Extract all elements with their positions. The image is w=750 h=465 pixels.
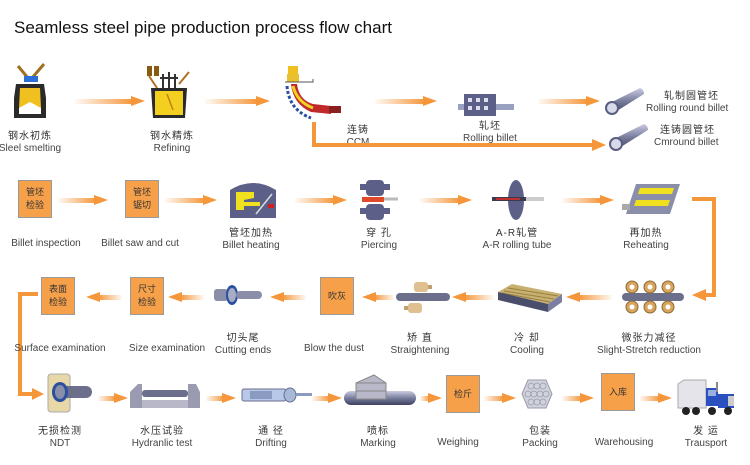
flow-arrow <box>295 195 347 205</box>
step-label-cmround-billet: 连铸圆管坯 Cmround billet <box>654 125 719 148</box>
step-label-reheating: 再加热 Reheating <box>623 228 669 251</box>
rolling-mill-icon <box>458 94 514 116</box>
flow-connector <box>312 122 316 146</box>
step-label-hydraulic-test: 水压试验 Hydranlic test <box>131 426 193 449</box>
flow-arrow <box>270 292 306 302</box>
step-label-steel-smelting: 钢水初炼 Sleel smelting <box>0 131 62 154</box>
flow-arrow <box>566 292 612 302</box>
step-label-cutting-ends: 切头尾 Cutting ends <box>214 333 272 356</box>
ladle-furnace-icon <box>147 66 190 118</box>
flow-connector <box>704 293 716 297</box>
step-label-slight-stretch-reduction: 微张力减径 Slight-Stretch reduction <box>597 333 701 356</box>
flow-arrow <box>420 195 472 205</box>
round-billet-icon <box>609 124 649 151</box>
flow-arrow <box>206 393 236 403</box>
flow-arrow <box>362 292 394 302</box>
flow-arrow <box>562 195 614 205</box>
rotary-furnace-icon <box>230 183 276 218</box>
step-label-weighing: Weighing <box>437 437 479 448</box>
flow-connector <box>18 292 22 396</box>
marking-machine-icon <box>344 374 416 405</box>
continuous-caster-icon <box>285 66 341 120</box>
step-label-drifting: 通 径 Drifting <box>255 426 287 449</box>
step-label-packing: 包装 Packing <box>522 426 558 449</box>
cooling-bed-icon <box>498 284 562 312</box>
flow-arrow <box>375 96 437 106</box>
step-label-transport: 发 运 Trausport <box>684 426 728 449</box>
flow-connector <box>18 292 38 296</box>
flow-arrow <box>165 195 217 205</box>
step-label-blow-dust: Blow the dust <box>303 343 365 354</box>
flow-arrow <box>538 96 600 106</box>
flow-arrow <box>640 393 672 403</box>
step-label-straightening: 矫 直 Straightening <box>390 333 450 356</box>
flow-connector <box>312 143 594 147</box>
flow-arrow <box>692 289 706 301</box>
flow-connector <box>712 197 716 297</box>
step-label-marking: 喷标 Marking <box>360 426 396 449</box>
flow-arrow <box>452 292 494 302</box>
hydro-tester-icon <box>130 384 200 408</box>
round-billet-icon <box>605 88 645 115</box>
flow-arrow <box>592 139 606 151</box>
flow-arrow <box>205 96 270 106</box>
flow-connector <box>692 197 716 201</box>
flow-arrow <box>168 292 204 302</box>
flow-connector <box>18 392 36 396</box>
flow-arrow <box>75 96 145 106</box>
straightener-icon <box>396 282 450 313</box>
step-label-ccm: 连铸 CCM <box>347 125 370 148</box>
process-box-warehousing: 入库 <box>601 373 635 411</box>
step-label-refining: 钢水精炼 Refining <box>150 131 194 154</box>
process-box-blow-dust: 吹灰 <box>320 277 354 315</box>
process-box-billet-inspection: 管坯检验 <box>18 180 52 218</box>
ndt-tester-icon <box>47 373 92 413</box>
reheating-furnace-icon <box>622 184 680 214</box>
stretch-reducer-icon <box>622 280 684 314</box>
flow-arrow <box>86 292 122 302</box>
step-label-piercing: 穿 孔 Piercing <box>360 228 398 251</box>
step-label-billet-heating: 管坯加热 Billet heating <box>222 228 280 251</box>
process-box-weighing: 检斤 <box>446 375 480 413</box>
tube-rolling-mill-icon <box>492 180 544 220</box>
truck-icon <box>677 379 734 415</box>
step-label-cooling: 冷 却 Cooling <box>510 333 544 356</box>
flow-arrow <box>98 393 128 403</box>
step-label-size-examination: Size examination <box>128 343 206 354</box>
process-box-surface-examination: 表面检验 <box>41 277 75 315</box>
pipe-cutter-icon <box>214 285 262 305</box>
piercing-mill-icon <box>360 180 398 220</box>
step-label-surface-examination: Surface examination <box>14 343 106 354</box>
step-label-billet-inspection: Billet inspection <box>11 238 81 249</box>
step-label-rolling-round-billet: 轧制圆管坯 Rolling round billet <box>646 91 729 114</box>
process-box-size-examination: 尺寸检验 <box>130 277 164 315</box>
flow-arrow <box>58 195 108 205</box>
converter-icon <box>14 63 46 118</box>
step-label-warehousing: Warehousing <box>594 437 654 448</box>
step-label-ndt: 无损检测 NDT <box>38 426 82 449</box>
flow-arrow <box>32 388 44 400</box>
flow-arrow <box>420 393 442 403</box>
step-label-rolling-billet: 轧坯 Rolling billet <box>463 121 517 144</box>
step-label-billet-saw-cut: Billet saw and cut <box>101 238 179 249</box>
step-label-ar-rolling-tube: A-R轧管 A-R rolling tube <box>482 228 552 251</box>
chart-title: Seamless steel pipe production process f… <box>14 18 392 37</box>
process-box-billet-saw-cut: 管坯锯切 <box>125 180 159 218</box>
pipe-bundle-icon <box>521 379 553 409</box>
drift-gauge-icon <box>241 387 312 403</box>
flow-arrow <box>312 393 342 403</box>
flow-arrow <box>484 393 516 403</box>
flow-arrow <box>562 393 594 403</box>
